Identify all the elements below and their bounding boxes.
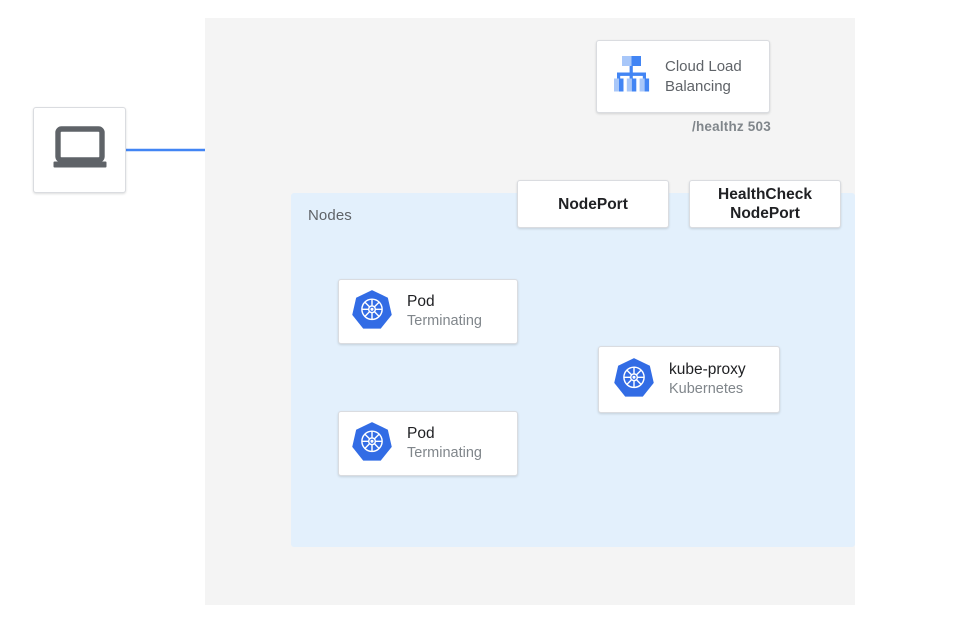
healthcheck-nodeport-label: HealthCheck NodePort — [718, 185, 812, 223]
kubernetes-icon — [613, 356, 655, 403]
cloud-load-balancing-line1: Cloud Load — [665, 57, 742, 75]
healthcheck-nodeport-node[interactable]: HealthCheck NodePort — [689, 180, 841, 228]
nodeport-label: NodePort — [558, 195, 628, 213]
healthcheck-nodeport-line2: NodePort — [730, 205, 800, 222]
cloud-load-balancing-line2: Balancing — [665, 77, 731, 95]
kube-proxy-title: kube-proxy — [669, 361, 746, 378]
cloud-load-balancing-node[interactable]: Cloud Load Balancing — [596, 40, 770, 113]
nodeport-node[interactable]: NodePort — [517, 180, 669, 228]
pod-terminating-2[interactable]: Pod Terminating — [338, 411, 518, 476]
kubernetes-icon — [351, 288, 393, 335]
pod-terminating-1[interactable]: Pod Terminating — [338, 279, 518, 344]
kube-proxy-subtitle: Kubernetes — [669, 381, 744, 397]
client-device[interactable] — [33, 107, 126, 193]
pod-2-status: Terminating — [407, 445, 482, 461]
nodes-panel-label: Nodes — [308, 207, 352, 224]
kube-proxy-text: kube-proxy Kubernetes — [669, 360, 746, 399]
healthcheck-nodeport-line1: HealthCheck — [718, 186, 812, 203]
pod-2-title: Pod — [407, 425, 435, 442]
laptop-icon — [52, 125, 108, 175]
cloud-load-balancing-icon — [609, 53, 653, 100]
pod-1-status: Terminating — [407, 313, 482, 329]
healthz-503-label: /healthz 503 — [692, 119, 771, 134]
kube-proxy-node[interactable]: kube-proxy Kubernetes — [598, 346, 780, 413]
kubernetes-icon — [351, 420, 393, 467]
pod-1-text: Pod Terminating — [407, 292, 482, 331]
pod-2-text: Pod Terminating — [407, 424, 482, 463]
cloud-load-balancing-label: Cloud Load Balancing — [665, 57, 742, 97]
pod-1-title: Pod — [407, 293, 435, 310]
